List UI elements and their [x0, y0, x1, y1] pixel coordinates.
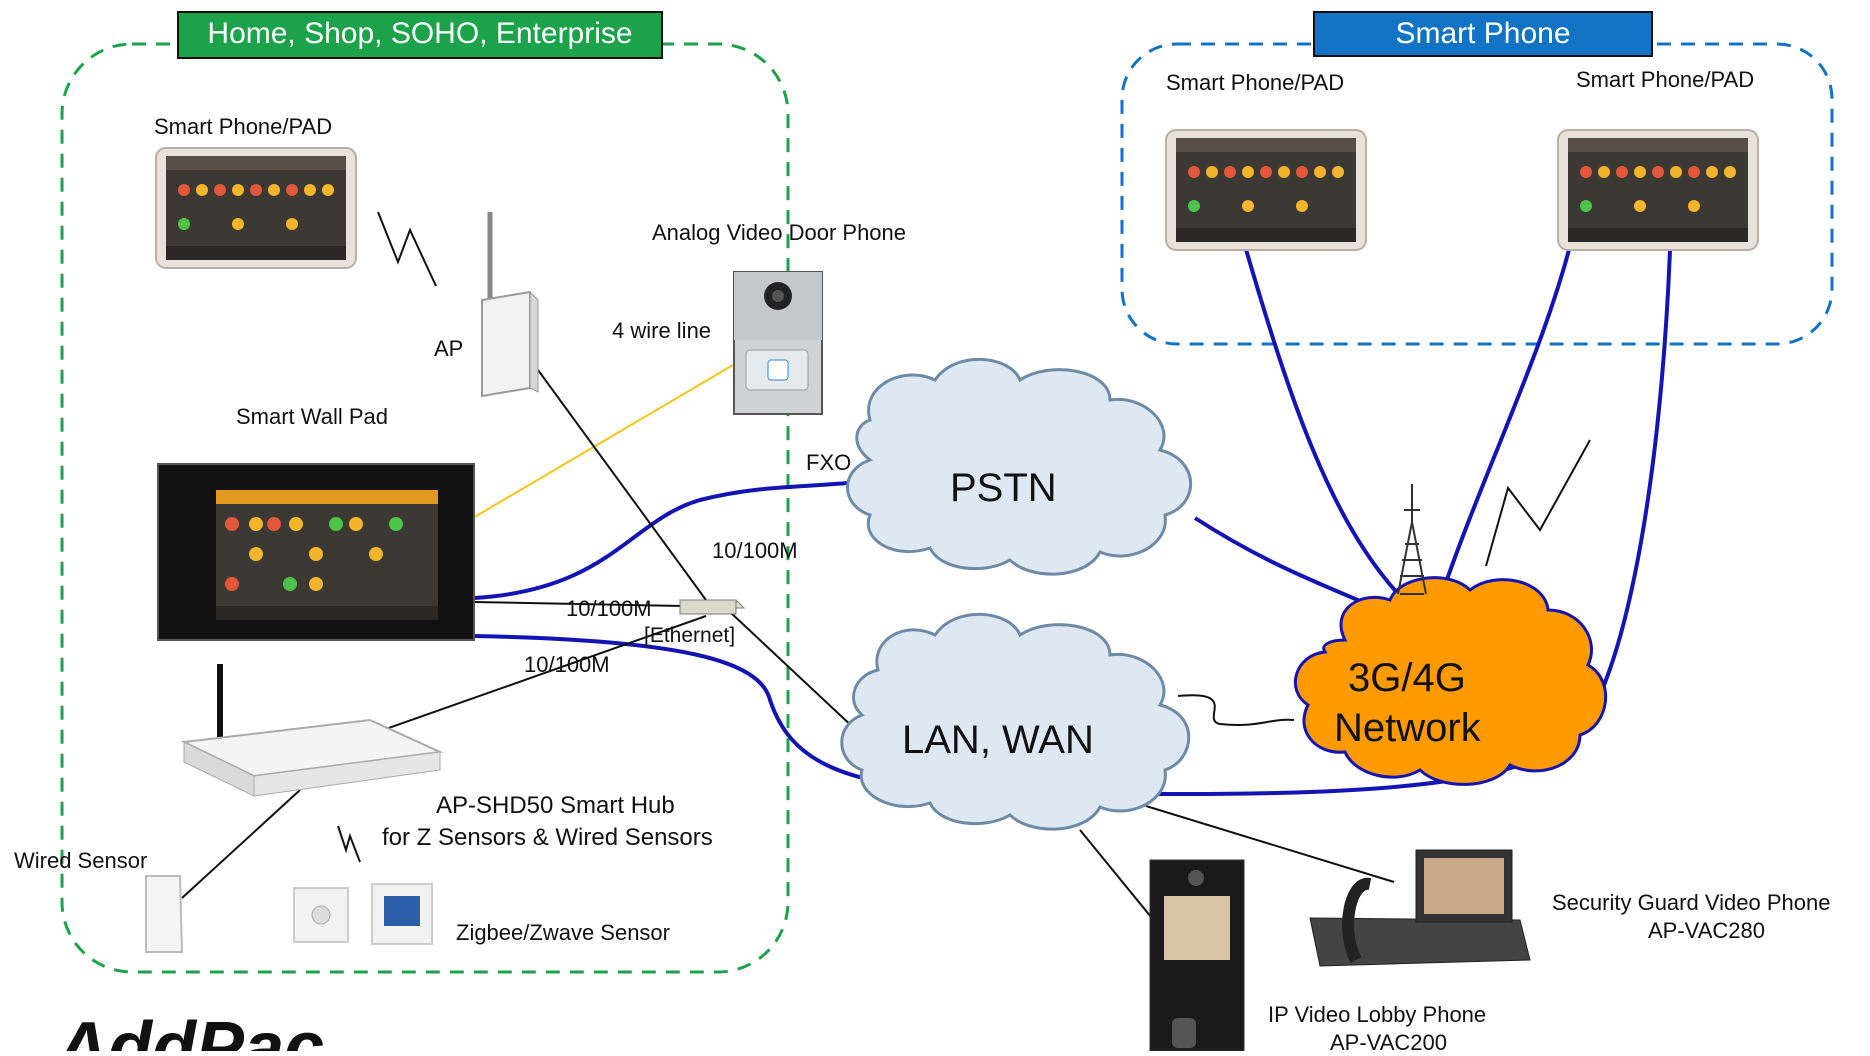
- phone-tablet-2-icon: [1557, 129, 1759, 251]
- wired-sensor-label: Wired Sensor: [14, 848, 148, 873]
- lobby-phone-label-line2: AP-VAC200: [1330, 1030, 1447, 1055]
- mobile-network-label-line1: 3G/4G: [1348, 656, 1466, 700]
- link-pstn-mobile: [1193, 516, 1373, 608]
- smart-hub-icon: [180, 664, 444, 797]
- link-switch-hub: [365, 615, 707, 737]
- zigbee-sensor-label: Zigbee/Zwave Sensor: [456, 920, 670, 945]
- ethernet-switch-label: [Ethernet]: [644, 624, 736, 647]
- home-group-header-bg: [177, 11, 663, 59]
- speed-a-label: 10/100M: [712, 538, 798, 563]
- guard-phone-icon: [1309, 849, 1531, 967]
- wired-sensor-icon: [145, 875, 184, 953]
- wireless-signals: [337, 211, 1591, 863]
- lobby-phone-icon: [1149, 859, 1245, 1051]
- zigbee-sensor-2-icon: [371, 883, 433, 945]
- link-pad2-mobile: [1398, 245, 1572, 625]
- home-group-title: Home, Shop, SOHO, Enterprise: [207, 17, 633, 50]
- smart-hub-label-line2: for Z Sensors & Wired Sensors: [382, 824, 713, 851]
- fxo-label: FXO: [806, 450, 852, 475]
- svg-text:AddPac: AddPac: [54, 1008, 324, 1051]
- ap-label: AP: [434, 336, 464, 361]
- speed-b-label: 10/100M: [566, 596, 652, 621]
- guard-phone-label-line1: Security Guard Video Phone: [1552, 890, 1831, 915]
- smart-hub-label-line1: AP-SHD50 Smart Hub: [436, 792, 675, 819]
- link-wallpad-pstn: [473, 480, 859, 600]
- zigbee-sensor-1-icon: [293, 887, 349, 943]
- phone-group-title: Smart Phone: [1395, 17, 1571, 50]
- phone-pad-2-label: Smart Phone/PAD: [1576, 67, 1755, 92]
- cell-tower-icon: [1397, 484, 1427, 595]
- door-phone-icon: [733, 271, 823, 415]
- link-switch-lan: [729, 611, 857, 731]
- smart-wall-pad-icon: [157, 463, 475, 641]
- pstn-label: PSTN: [950, 466, 1057, 510]
- addpac-logo: AddPac: [54, 1008, 324, 1051]
- lan-wan-label: LAN, WAN: [902, 718, 1094, 762]
- link-lan-guard: [1145, 805, 1395, 883]
- link-ap-switch: [537, 369, 707, 601]
- four-wire-label: 4 wire line: [612, 318, 712, 343]
- lan-wan-cloud: [840, 612, 1191, 831]
- lobby-phone-label-line1: IP Video Lobby Phone: [1268, 1002, 1487, 1027]
- door-phone-label: Analog Video Door Phone: [652, 220, 907, 245]
- link-hub-wiredsensor: [181, 789, 301, 899]
- ethernet-switch-icon: [678, 599, 746, 615]
- wall-pad-label: Smart Wall Pad: [236, 404, 389, 429]
- mobile-network-label-line2: Network: [1334, 706, 1481, 750]
- speed-c-label: 10/100M: [524, 652, 610, 677]
- link-wallpad-switch: [473, 601, 685, 607]
- link-pad1-mobile: [1243, 245, 1461, 619]
- pstn-cloud: [846, 357, 1193, 576]
- yellow-four-wire-line: [465, 364, 734, 523]
- home-pad-label: Smart Phone/PAD: [154, 114, 333, 139]
- phone-tablet-1-icon: [1165, 129, 1367, 251]
- phone-pad-1-label: Smart Phone/PAD: [1166, 70, 1345, 95]
- guard-phone-label-line2: AP-VAC280: [1648, 918, 1765, 943]
- home-tablet-icon: [155, 147, 357, 269]
- phone-group-header-bg: [1313, 11, 1653, 57]
- mobile-network-cloud: [1293, 576, 1608, 786]
- access-point-icon: [481, 212, 539, 398]
